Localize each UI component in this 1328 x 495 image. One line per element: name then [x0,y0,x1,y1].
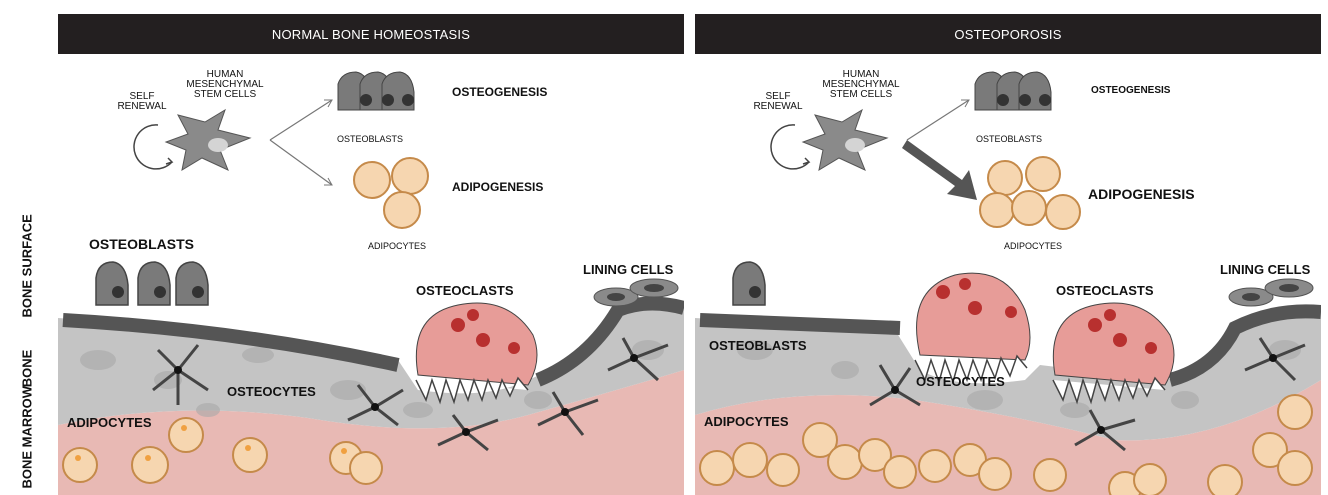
hmsc-label-osteoporosis: HUMAN MESENCHYMAL STEM CELLS [821,70,901,100]
adipocytes-label: ADIPOCYTES [67,415,152,430]
self-renewal-label: SELF RENEWAL [112,92,172,112]
side-label-bone-surface: BONE SURFACE [21,248,34,318]
osteogenesis-label: OSTEOGENESIS [452,85,547,99]
adipocytes-small-label-osteoporosis: ADIPOCYTES [1004,241,1062,251]
osteoblasts-label: OSTEOBLASTS [89,236,194,252]
osteocytes-label-osteoporosis: OSTEOCYTES [916,374,1005,389]
osteoclasts-label: OSTEOCLASTS [416,283,514,298]
osteoclasts-label-osteoporosis: OSTEOCLASTS [1056,283,1154,298]
self-renewal-label-osteoporosis: SELF RENEWAL [748,92,808,112]
osteocytes-label: OSTEOCYTES [227,384,316,399]
osteoblasts-small-label-osteoporosis: OSTEOBLASTS [976,134,1042,144]
lining-cells-label-osteoporosis: LINING CELLS [1220,262,1310,277]
osteoblasts-small-label: OSTEOBLASTS [337,134,403,144]
osteogenesis-label-osteoporosis: OSTEOGENESIS [1091,85,1170,96]
stem-cell-icon-osteoporosis [803,110,887,170]
osteoporosis-panel-illustration [695,240,1321,495]
normal-panel-illustration [58,240,684,495]
self-renewal-arrow-icon-osteoporosis [771,125,809,169]
side-label-bone-marrow: BONE MARROW [21,419,34,489]
header-osteoporosis: OSTEOPOROSIS [695,14,1321,54]
adipocytes-label-osteoporosis: ADIPOCYTES [704,414,789,429]
adipocytes-small-label: ADIPOCYTES [368,241,426,251]
hmsc-label: HUMAN MESENCHYMAL STEM CELLS [185,70,265,100]
lining-cells-label: LINING CELLS [583,262,673,277]
thick-arrow-icon [902,140,977,200]
adipogenesis-label: ADIPOGENESIS [452,180,543,194]
self-renewal-arrow-icon [134,125,172,169]
stem-cell-icon [166,110,250,170]
adipogenesis-label-osteoporosis: ADIPOGENESIS [1088,186,1195,202]
header-normal: NORMAL BONE HOMEOSTASIS [58,14,684,54]
osteoblasts-label-osteoporosis: OSTEOBLASTS [709,338,807,353]
